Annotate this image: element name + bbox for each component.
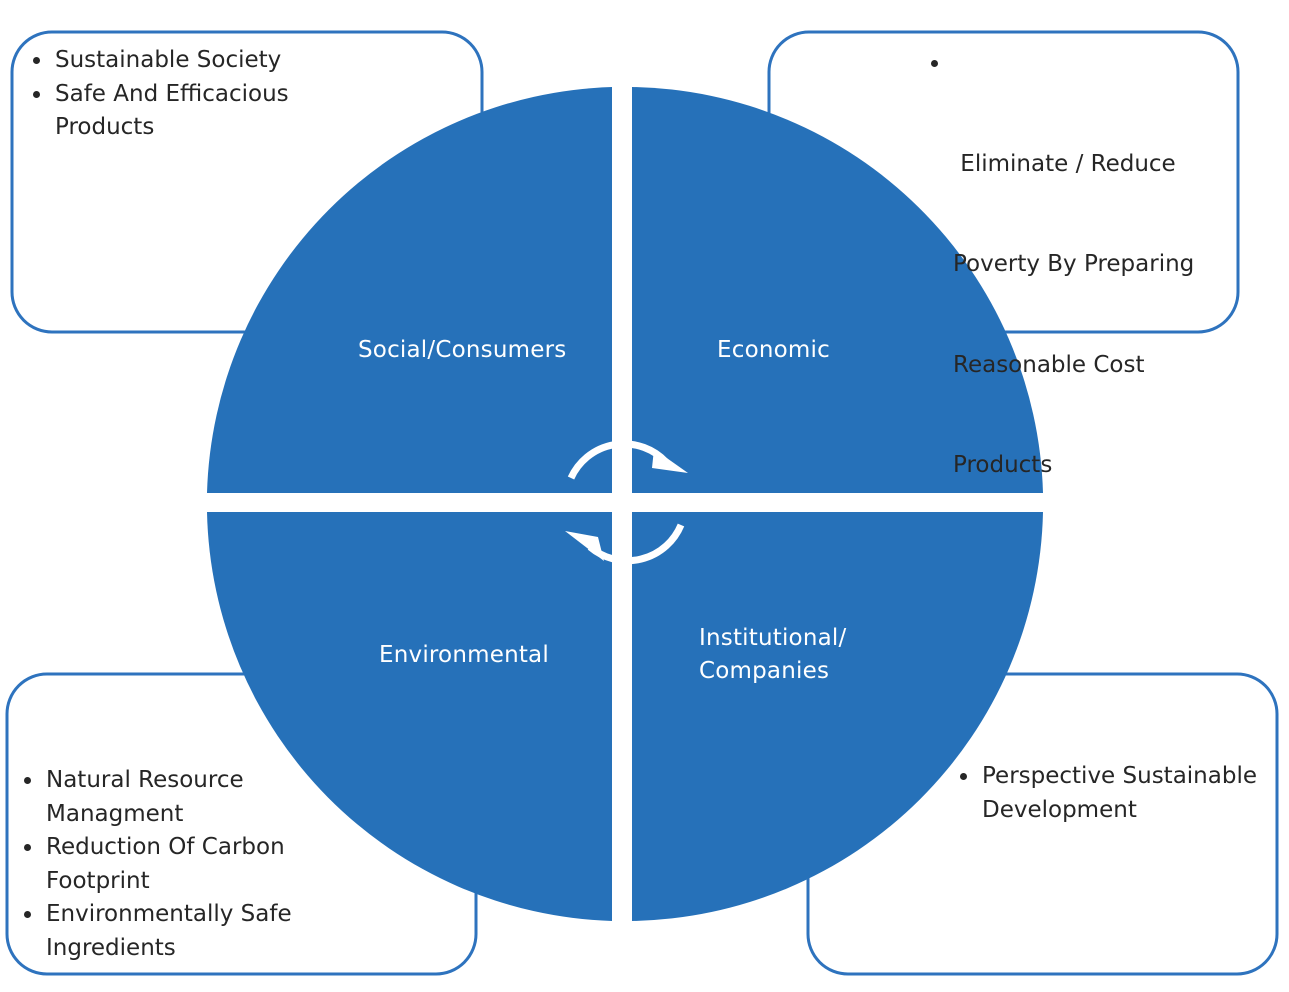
list-item-line: Reasonable Cost [953, 351, 1145, 378]
list-item: Reduction Of Carbon Footprint [24, 831, 292, 898]
list-item: Sustainable Society [33, 44, 289, 78]
list-bottom-right: Perspective Sustainable Development [960, 760, 1257, 827]
quadrant-label-economic: Economic [717, 337, 830, 363]
bullet-icon [33, 57, 40, 64]
list-item: Perspective Sustainable Development [960, 760, 1257, 827]
list-top-left: Sustainable Society Safe And Efficacious… [33, 44, 289, 145]
quadrant-label-institutional-line1: Institutional/ [699, 625, 847, 651]
quadrant-label-institutional-line2: Companies [699, 658, 830, 684]
list-item-line: Natural Resource [46, 767, 244, 793]
list-item: Environmentally Safe Ingredients [24, 898, 292, 965]
list-item-line: Products [55, 114, 155, 140]
list-item: Safe And Efficacious Products [33, 78, 289, 145]
circular-arrows-icon [565, 440, 688, 565]
list-item-line: Ingredients [46, 934, 176, 961]
list-item-line: Poverty By Preparing [953, 251, 1195, 277]
bullet-icon [24, 844, 31, 851]
quadrant-label-environmental: Environmental [379, 642, 549, 668]
list-top-right: Eliminate / Reduce Poverty By Preparing … [931, 47, 1195, 550]
bullet-icon [24, 777, 31, 784]
quadrant-institutional [632, 512, 1043, 921]
bullet-icon [960, 773, 967, 780]
quadrant-label-institutional: Institutional/ Companies [699, 622, 846, 688]
list-item-line: Products [953, 452, 1053, 478]
list-item-line: Environmentally Safe [46, 901, 292, 927]
list-bottom-left: Natural Resource Managment Reduction Of … [24, 764, 292, 965]
quadrant-environmental [207, 512, 612, 921]
bullet-icon [24, 911, 31, 918]
quadrant-social [207, 87, 612, 493]
list-item-line: Sustainable Society [55, 47, 282, 73]
quadrant-economic [632, 87, 1043, 493]
list-item-line: Managment [46, 800, 184, 827]
list-item-line: Development [982, 796, 1137, 823]
list-item-line: Safe And Efficacious [55, 80, 289, 107]
list-item: Eliminate / Reduce Poverty By Preparing … [931, 47, 1195, 550]
list-item-line: Eliminate / Reduce [953, 150, 1176, 177]
list-item: Natural Resource Managment [24, 764, 292, 831]
list-item-line: Footprint [46, 867, 150, 894]
bullet-icon [931, 60, 938, 67]
list-item-line: Reduction Of Carbon [46, 834, 285, 860]
list-item-line: Perspective Sustainable [982, 763, 1257, 789]
quadrant-label-social: Social/Consumers [358, 337, 567, 363]
quadrant-circle [207, 87, 1043, 921]
bullet-icon [33, 90, 40, 98]
